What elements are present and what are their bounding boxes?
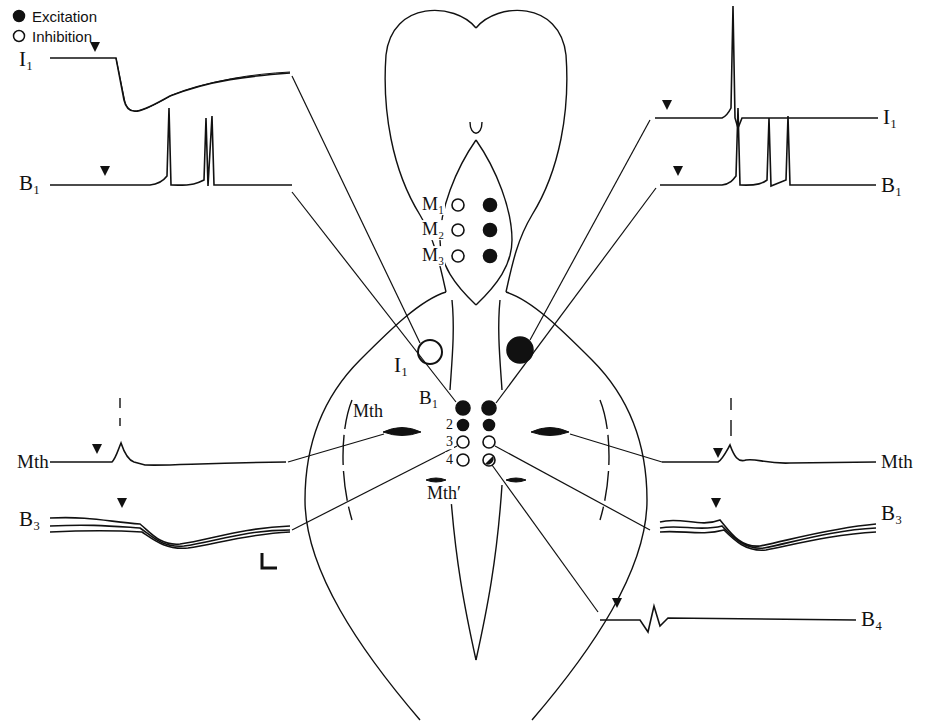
trace-label: Mth xyxy=(16,452,50,473)
trace-label: B₃ xyxy=(880,502,903,525)
trace-label: B₁ xyxy=(880,174,903,197)
trace-label: B₁ xyxy=(18,172,41,195)
callout-number: 4 xyxy=(445,452,454,467)
neuron-label: M₁ xyxy=(421,195,445,215)
trace-label: B₃ xyxy=(18,508,41,531)
legend-text: Inhibition xyxy=(32,28,92,45)
trace-label: I₁ xyxy=(18,48,34,71)
neuron-symbols xyxy=(418,199,533,467)
neuron-label: B₁ xyxy=(418,388,439,409)
neuron-label: Mth′ xyxy=(426,484,462,504)
neuron-label: M₂ xyxy=(421,220,445,240)
callout-number: 2 xyxy=(445,417,454,432)
trace-label: B₄ xyxy=(860,608,883,631)
neuron-label: Mth xyxy=(352,402,384,422)
stimulus-markers xyxy=(90,42,723,608)
legend: ExcitationInhibition xyxy=(12,6,97,46)
mth-somata xyxy=(383,428,569,483)
voltage-traces xyxy=(50,6,878,632)
legend-entry: Excitation xyxy=(12,6,97,26)
neuron-label: I₁ xyxy=(393,354,409,377)
neuron-label: M₃ xyxy=(421,246,445,266)
legend-entry: Inhibition xyxy=(12,26,97,46)
legend-symbol xyxy=(12,29,26,43)
callout-number: 3 xyxy=(445,434,454,449)
leader-lines xyxy=(288,76,662,612)
trace-label: Mth xyxy=(880,452,914,473)
legend-text: Excitation xyxy=(32,8,97,25)
trace-label: I₁ xyxy=(882,106,898,129)
scale-bar xyxy=(262,553,277,568)
legend-symbol xyxy=(12,9,26,23)
brain-outline xyxy=(305,10,647,720)
